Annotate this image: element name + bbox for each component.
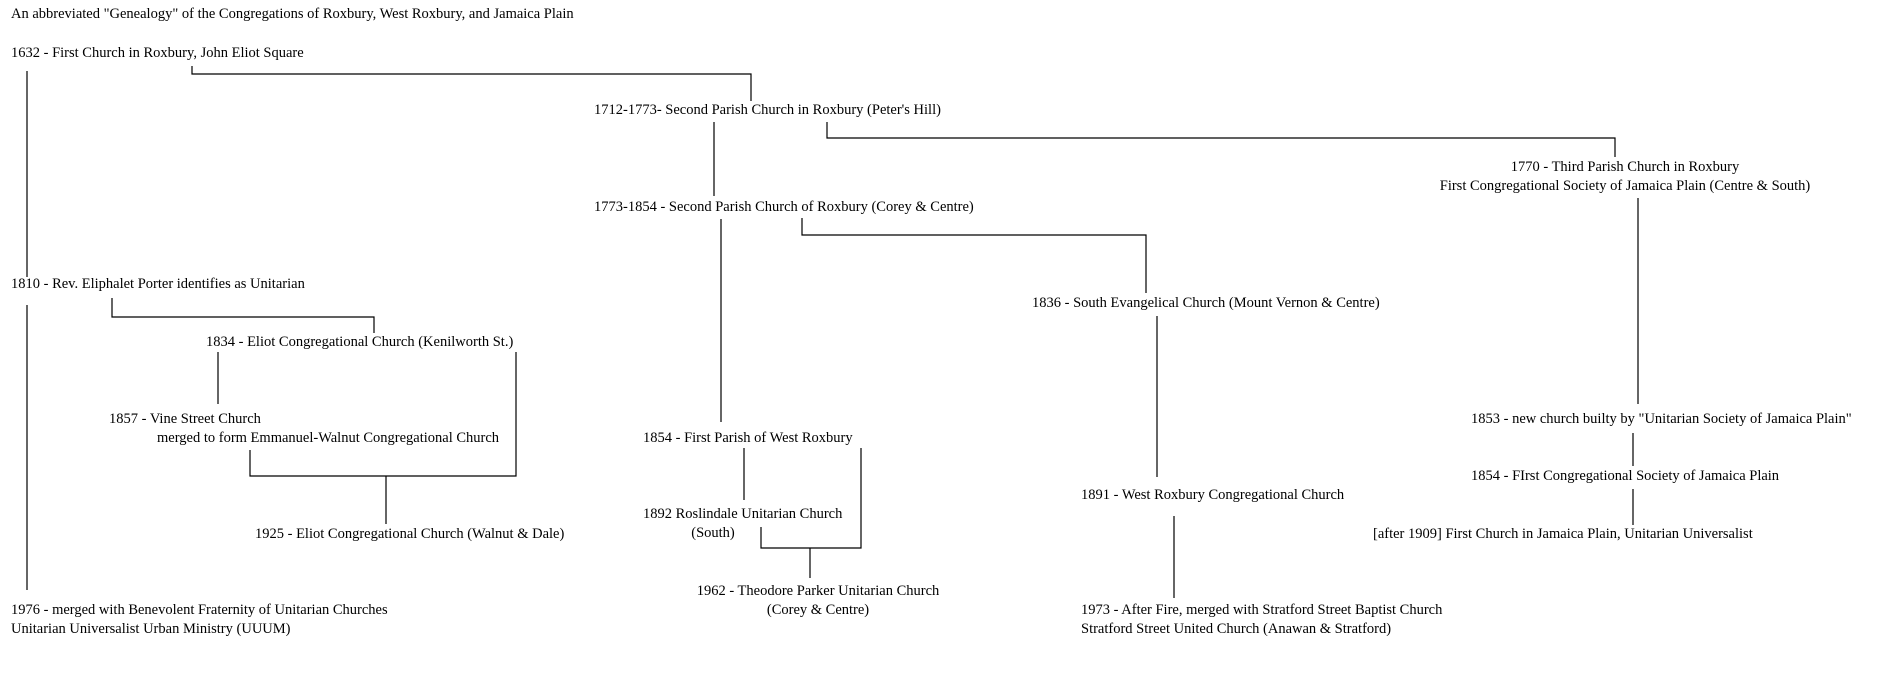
node-roslindale-line-1: 1892 Roslindale Unitarian Church [643, 506, 843, 522]
node-stratford-1973-line-2: Stratford Street United Church (Anawan &… [1081, 621, 1392, 637]
node-emmanuel-walnut-label: merged to form Emmanuel-Walnut Congregat… [157, 430, 500, 446]
node-first-church-jamaica-plain-label: [after 1909] First Church in Jamaica Pla… [1373, 526, 1753, 542]
node-uuum-1976: 1976 - merged with Benevolent Fraternity… [11, 601, 388, 639]
node-theodore-parker-line-1: 1962 - Theodore Parker Unitarian Church [696, 583, 940, 599]
node-south-evangelical: 1836 - South Evangelical Church (Mount V… [1032, 294, 1380, 313]
node-eliot-1925: 1925 - Eliot Congregational Church (Waln… [255, 525, 564, 544]
node-porter-1810: 1810 - Rev. Eliphalet Porter identifies … [11, 275, 305, 294]
node-emmanuel-walnut: merged to form Emmanuel-Walnut Congregat… [157, 429, 499, 448]
node-second-parish-1712-label: 1712-1773- Second Parish Church in Roxbu… [594, 102, 941, 118]
node-first-church-roxbury-label: 1632 - First Church in Roxbury, John Eli… [11, 45, 304, 61]
node-third-parish-line-1: 1770 - Third Parish Church in Roxbury [1510, 159, 1740, 175]
node-first-church-jamaica-plain: [after 1909] First Church in Jamaica Pla… [1373, 525, 1753, 544]
node-first-church-roxbury: 1632 - First Church in Roxbury, John Eli… [11, 44, 304, 63]
node-west-roxbury-congregational-label: 1891 - West Roxbury Congregational Churc… [1081, 487, 1345, 503]
node-porter-1810-label: 1810 - Rev. Eliphalet Porter identifies … [11, 276, 305, 292]
node-vine-street: 1857 - Vine Street Church [109, 410, 261, 429]
node-west-roxbury-congregational: 1891 - West Roxbury Congregational Churc… [1081, 486, 1344, 505]
node-uuum-1976-line-1: 1976 - merged with Benevolent Fraternity… [11, 602, 388, 618]
node-first-congregational-1854: 1854 - FIrst Congregational Society of J… [1471, 467, 1779, 486]
connector-merger-bracket [249, 352, 517, 477]
node-third-parish: 1770 - Third Parish Church in Roxbury Fi… [1340, 158, 1900, 196]
node-eliot-1925-label: 1925 - Eliot Congregational Church (Waln… [255, 526, 565, 542]
node-stratford-1973: 1973 - After Fire, merged with Stratford… [1081, 601, 1442, 639]
node-eliot-1834: 1834 - Eliot Congregational Church (Keni… [206, 333, 513, 352]
node-unitarian-society-1853: 1853 - new church builty by "Unitarian S… [1471, 410, 1852, 429]
node-second-parish-1712: 1712-1773- Second Parish Church in Roxbu… [594, 101, 941, 120]
node-second-parish-1773: 1773-1854 - Second Parish Church of Roxb… [594, 198, 974, 217]
node-theodore-parker: 1962 - Theodore Parker Unitarian Church … [683, 582, 953, 620]
node-roslindale: 1892 Roslindale Unitarian Church (South) [643, 505, 843, 543]
connector-porter-to-eliot-1834 [111, 298, 375, 333]
node-vine-street-label: 1857 - Vine Street Church [109, 411, 261, 427]
connector-theodore-parker-bracket [760, 448, 862, 549]
node-roslindale-line-2: (South) [691, 525, 735, 541]
node-third-parish-line-2: First Congregational Society of Jamaica … [1439, 178, 1811, 194]
connector-first-church-to-second-parish-1712 [191, 66, 752, 101]
node-first-parish-west-roxbury-label: 1854 - First Parish of West Roxbury [643, 430, 853, 446]
node-stratford-1973-line-1: 1973 - After Fire, merged with Stratford… [1081, 602, 1443, 618]
node-first-congregational-1854-label: 1854 - FIrst Congregational Society of J… [1471, 468, 1780, 484]
diagram-title: An abbreviated "Genealogy" of the Congre… [11, 6, 574, 22]
connector-second-parish-1773-to-south-evangelical [801, 218, 1147, 293]
node-second-parish-1773-label: 1773-1854 - Second Parish Church of Roxb… [594, 199, 974, 215]
connector-second-parish-1712-to-third-parish [826, 122, 1616, 157]
node-first-parish-west-roxbury: 1854 - First Parish of West Roxbury [643, 429, 853, 448]
node-eliot-1834-label: 1834 - Eliot Congregational Church (Keni… [206, 334, 514, 350]
node-unitarian-society-1853-label: 1853 - new church builty by "Unitarian S… [1471, 411, 1852, 427]
node-uuum-1976-line-2: Unitarian Universalist Urban Ministry (U… [11, 621, 291, 637]
node-south-evangelical-label: 1836 - South Evangelical Church (Mount V… [1032, 295, 1380, 311]
node-theodore-parker-line-2: (Corey & Centre) [766, 602, 870, 618]
